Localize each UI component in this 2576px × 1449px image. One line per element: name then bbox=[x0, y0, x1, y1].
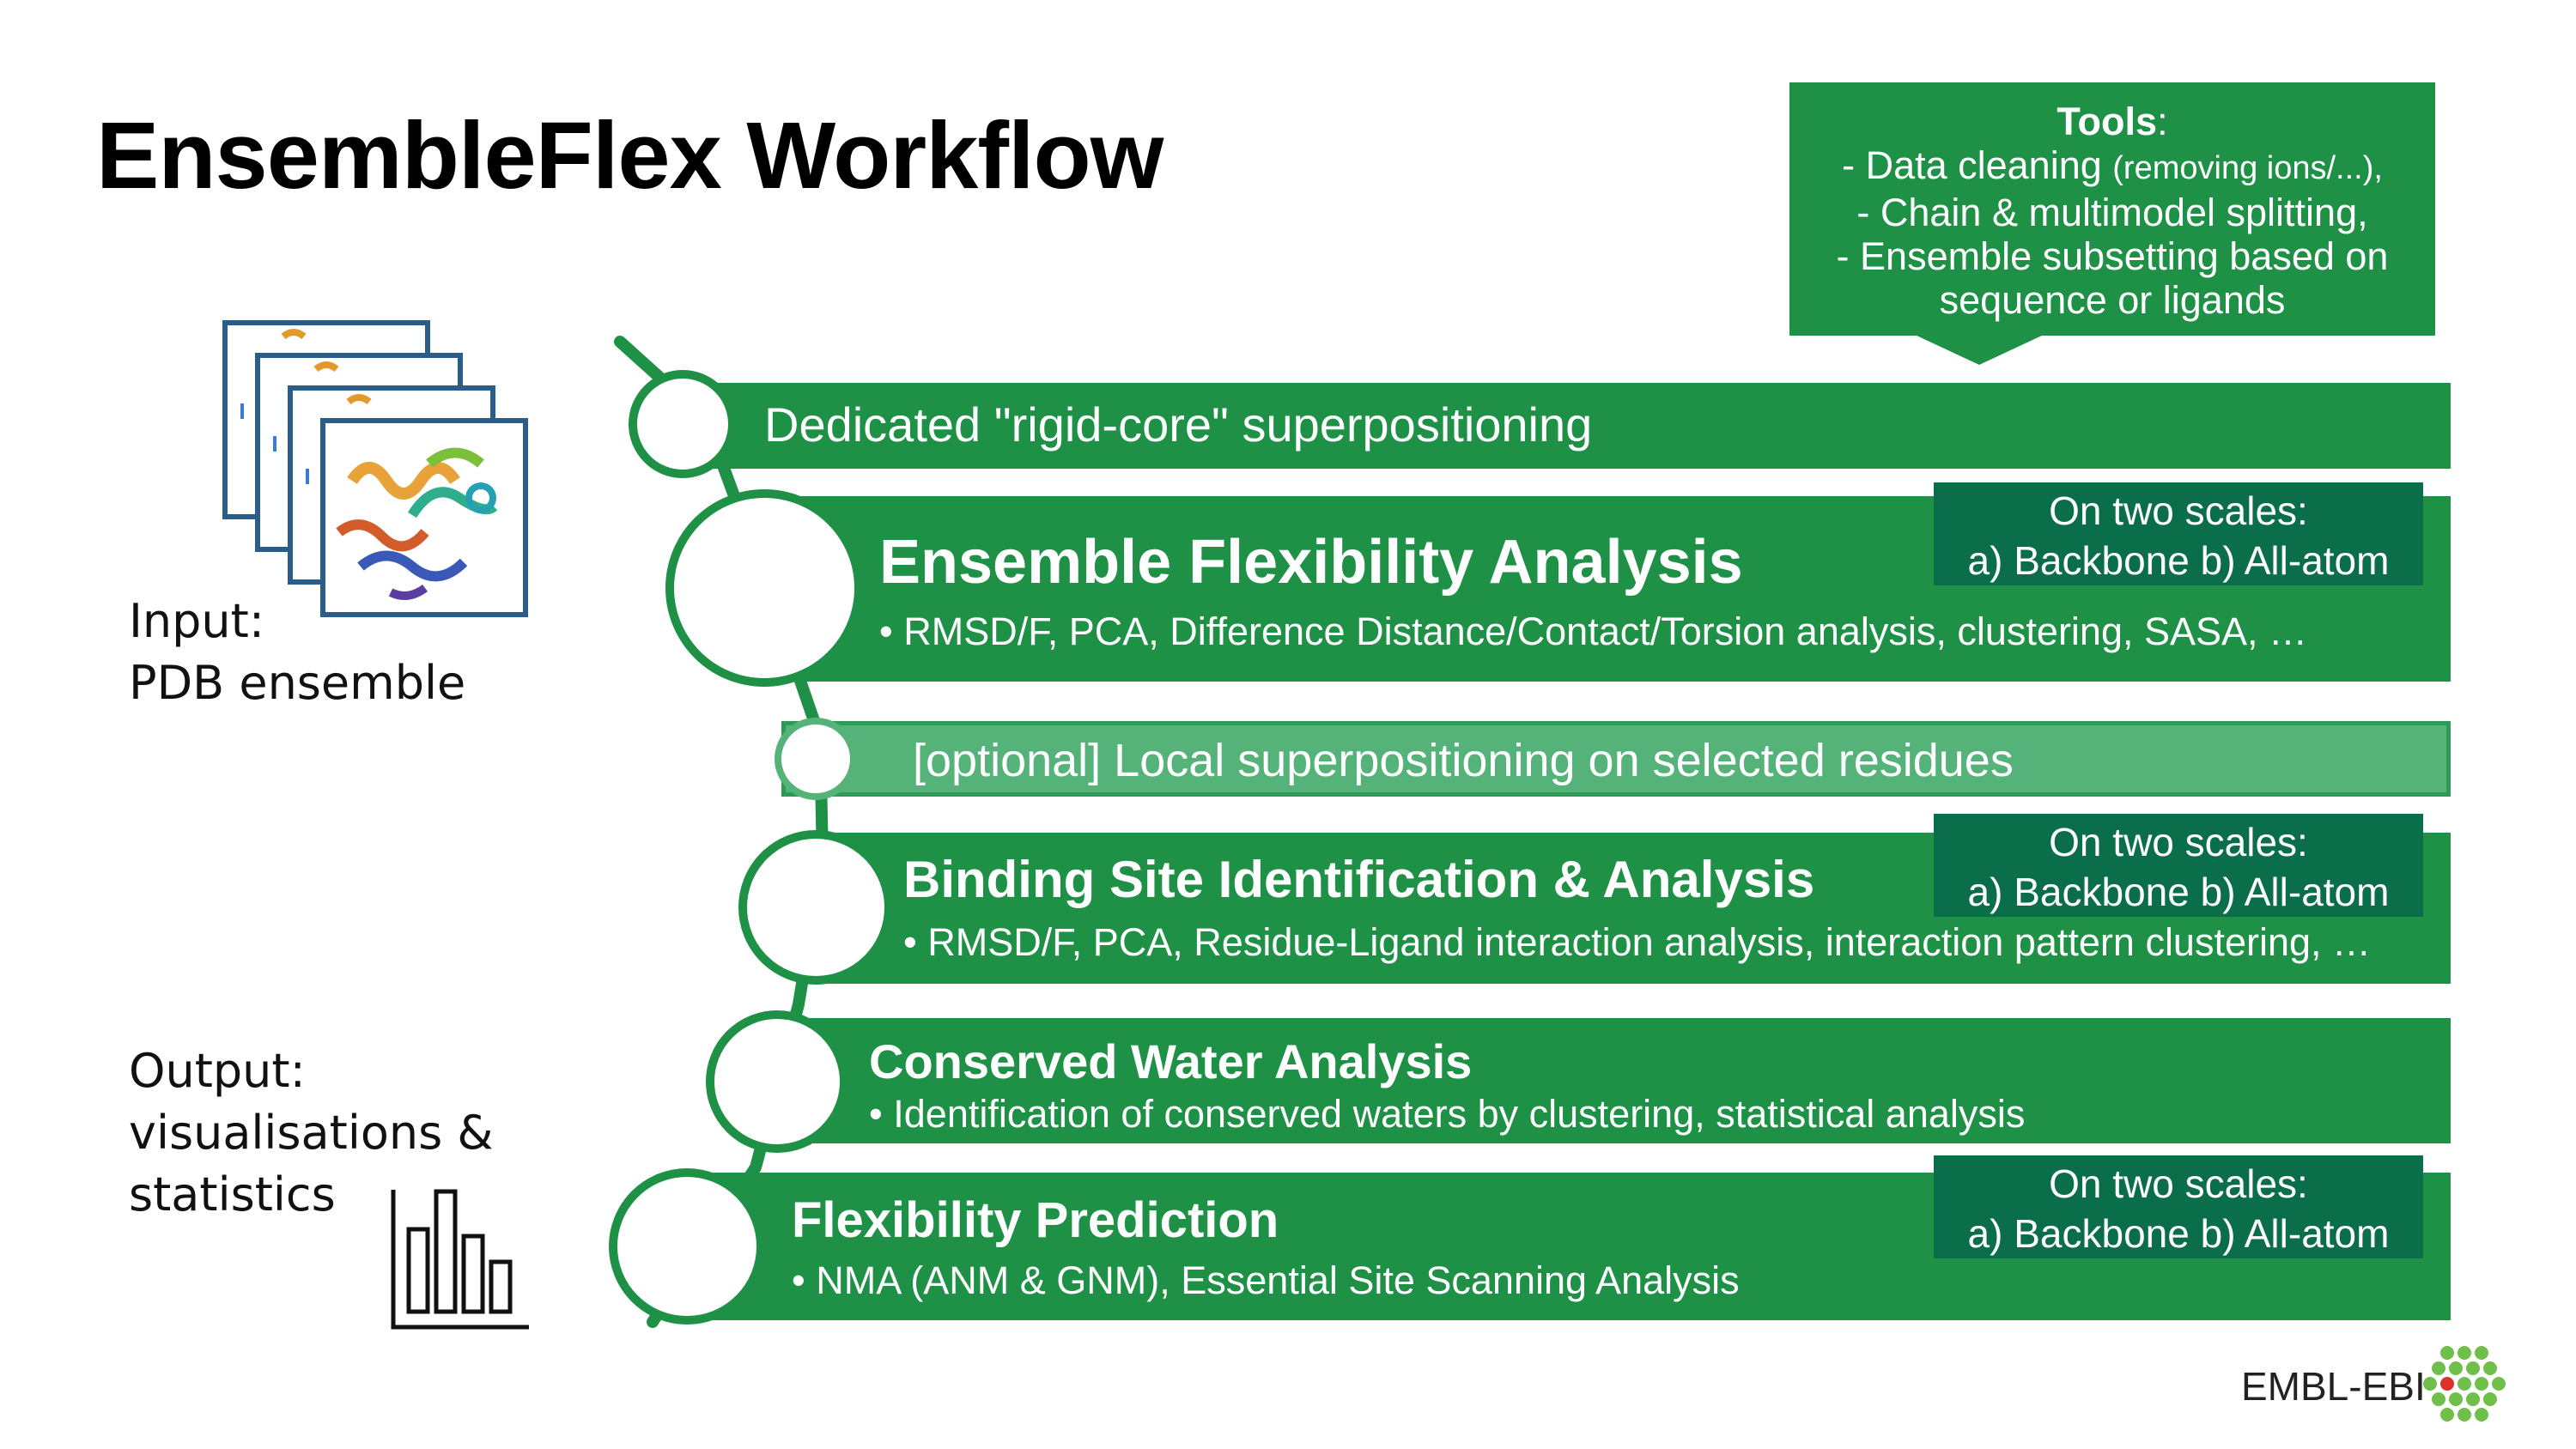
tools-line-2: - Chain & multimodel splitting, bbox=[1856, 191, 2368, 234]
output-label-line2: visualisations & bbox=[129, 1106, 494, 1160]
step-flexibility-prediction-heading: Flexibility Prediction bbox=[792, 1192, 1279, 1248]
tools-heading-suffix: : bbox=[2157, 100, 2168, 143]
step-ensemble-flexibility-heading: Ensemble Flexibility Analysis bbox=[879, 528, 1743, 597]
step-circle-1 bbox=[629, 370, 737, 478]
step-optional-heading: [optional] Local superpositioning on sel… bbox=[913, 735, 2014, 786]
step-conserved-water-heading: Conserved Water Analysis bbox=[869, 1034, 1473, 1088]
step-ensemble-flexibility-analysis: Ensemble Flexibility Analysis • RMSD/F, … bbox=[773, 496, 2451, 682]
embl-ebi-logo-text: EMBL-EBI bbox=[2241, 1364, 2426, 1409]
step-circle-3 bbox=[775, 718, 857, 800]
step-rigid-core-superpositioning: Dedicated "rigid-core" superpositioning bbox=[694, 383, 2451, 469]
step-flexibility-prediction-bullet: • NMA (ANM & GNM), Essential Site Scanni… bbox=[792, 1258, 1740, 1302]
scale-box-2-line1: On two scales: bbox=[2049, 820, 2308, 864]
step-rigid-core-heading: Dedicated "rigid-core" superpositioning bbox=[764, 397, 1593, 452]
scale-box-3-line1: On two scales: bbox=[2049, 1161, 2308, 1206]
scale-box-3-line2: a) Backbone b) All-atom bbox=[1967, 1211, 2390, 1256]
scale-box-1: On two scales: a) Backbone b) All-atom bbox=[1934, 482, 2423, 585]
step-conserved-water-bullet: • Identification of conserved waters by … bbox=[869, 1092, 2026, 1136]
tools-heading: Tools bbox=[2057, 100, 2158, 143]
scale-box-1-line2: a) Backbone b) All-atom bbox=[1967, 538, 2390, 583]
scale-box-1-line1: On two scales: bbox=[2049, 488, 2308, 533]
step-circle-6 bbox=[609, 1168, 765, 1325]
input-label: Input: PDB ensemble bbox=[129, 591, 465, 714]
step-binding-site-heading: Binding Site Identification & Analysis bbox=[903, 851, 1815, 908]
output-label: Output: visualisations & statistics bbox=[129, 1040, 494, 1226]
page-title: EnsembleFlex Workflow bbox=[96, 103, 1163, 209]
tools-heading-line: Tools: bbox=[1789, 100, 2435, 143]
tools-callout: Tools: - Data cleaning (removing ions/..… bbox=[1789, 82, 2435, 336]
step-circle-2 bbox=[665, 489, 863, 687]
step-circle-5 bbox=[706, 1010, 848, 1153]
output-label-line1: Output: bbox=[129, 1044, 306, 1098]
step-ensemble-flexibility-bullet: • RMSD/F, PCA, Difference Distance/Conta… bbox=[879, 609, 2308, 653]
scale-box-3: On two scales: a) Backbone b) All-atom bbox=[1934, 1155, 2423, 1258]
step-conserved-water-analysis: Conserved Water Analysis • Identificatio… bbox=[790, 1018, 2451, 1143]
input-label-line2: PDB ensemble bbox=[129, 656, 466, 710]
step-binding-site-bullet: • RMSD/F, PCA, Residue-Ligand interactio… bbox=[903, 920, 2372, 964]
tools-line-1-main: - Data cleaning bbox=[1842, 143, 2113, 187]
tools-line-1: - Data cleaning (removing ions/...), bbox=[1789, 143, 2435, 191]
scale-box-2-line2: a) Backbone b) All-atom bbox=[1967, 870, 2390, 914]
scale-box-2: On two scales: a) Backbone b) All-atom bbox=[1934, 814, 2423, 917]
step-circle-4 bbox=[738, 830, 893, 985]
input-label-line1: Input: bbox=[129, 594, 265, 648]
tools-line-4: sequence or ligands bbox=[1939, 278, 2286, 322]
step-optional-local-superpositioning: [optional] Local superpositioning on sel… bbox=[781, 721, 2451, 797]
tools-line-1-note: (removing ions/...), bbox=[2112, 150, 2383, 186]
tools-line-3: - Ensemble subsetting based on bbox=[1836, 234, 2389, 278]
output-label-line3: statistics bbox=[129, 1167, 336, 1222]
tools-callout-pointer bbox=[1915, 335, 2044, 365]
